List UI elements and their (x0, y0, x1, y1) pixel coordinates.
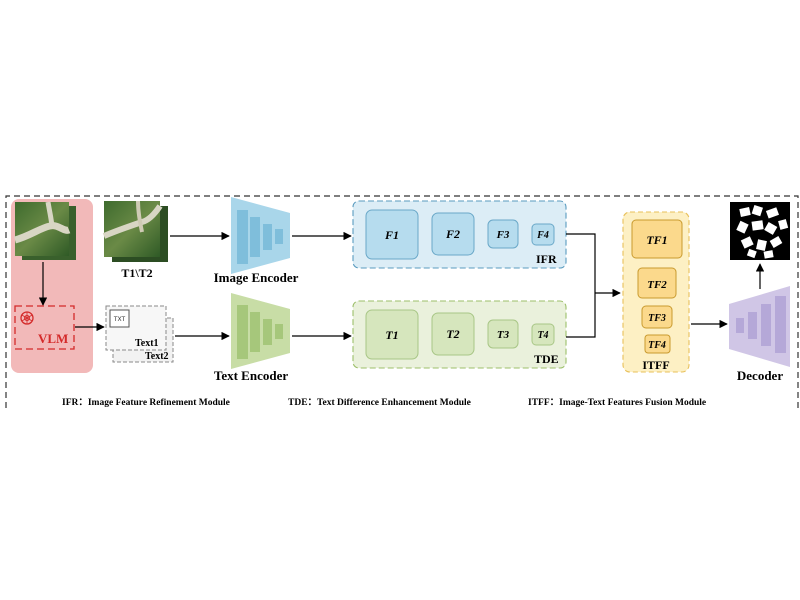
ifr-box-f1 (365, 209, 419, 260)
change-map-output (730, 202, 790, 260)
ifr-f1: F1 (384, 228, 399, 242)
text1-label: Text1 (135, 338, 159, 349)
itff-tf4: TF4 (648, 340, 666, 351)
itff-box-tf1 (631, 219, 683, 259)
itff-tf1: TF1 (646, 233, 667, 247)
legend-ifr: IFR：Image Feature Refinement Module (62, 398, 230, 408)
ifr-to-itff-connector (566, 233, 596, 338)
text-encoder-label: Text Encoder (214, 368, 288, 383)
ifr-label: IFR (536, 252, 557, 266)
itff-tf3: TF3 (648, 313, 666, 324)
tde-t1: T1 (385, 328, 398, 342)
tde-t3: T3 (497, 329, 510, 341)
itff-box-tf2 (637, 267, 677, 299)
tde-box-t2 (431, 312, 475, 356)
ifr-f4: F4 (536, 230, 549, 241)
vlm-box (14, 305, 75, 350)
tde-box-t3 (487, 319, 519, 349)
decoder (729, 286, 790, 367)
image-encoder-label: Image Encoder (214, 270, 299, 285)
vlm-input-image (14, 201, 76, 260)
ifr-box-f3 (487, 219, 519, 249)
txt-icon: TXT (113, 316, 126, 323)
ifr-box-f2 (431, 212, 475, 256)
input-image-pair (102, 200, 168, 262)
legend-itff: ITFF：Image-Text Features Fusion Module (528, 398, 706, 408)
ifr-box-f4 (531, 223, 555, 246)
vlm-label: VLM (38, 331, 68, 346)
itff-box-tf4 (644, 334, 671, 354)
legend-tde: TDE：Text Difference Enhancement Module (288, 398, 471, 408)
input-label: T1\T2 (121, 266, 152, 280)
ifr-f2: F2 (445, 227, 460, 241)
text-documents (105, 305, 174, 363)
itff-box-tf3 (641, 305, 673, 329)
openai-icon (20, 311, 34, 325)
tde-t4: T4 (537, 330, 548, 341)
ifr-f3: F3 (496, 229, 510, 241)
image-encoder (231, 197, 290, 274)
text2-label: Text2 (145, 351, 169, 362)
tde-box-t1 (365, 309, 419, 360)
tde-t2: T2 (446, 327, 459, 341)
decoder-label: Decoder (737, 368, 783, 383)
outer-frame (5, 195, 799, 408)
itff-label: ITFF (642, 358, 669, 372)
tde-label: TDE (534, 352, 559, 366)
tde-box-t4 (531, 323, 555, 346)
itff-tf2: TF2 (647, 279, 667, 291)
text-encoder (231, 293, 290, 369)
